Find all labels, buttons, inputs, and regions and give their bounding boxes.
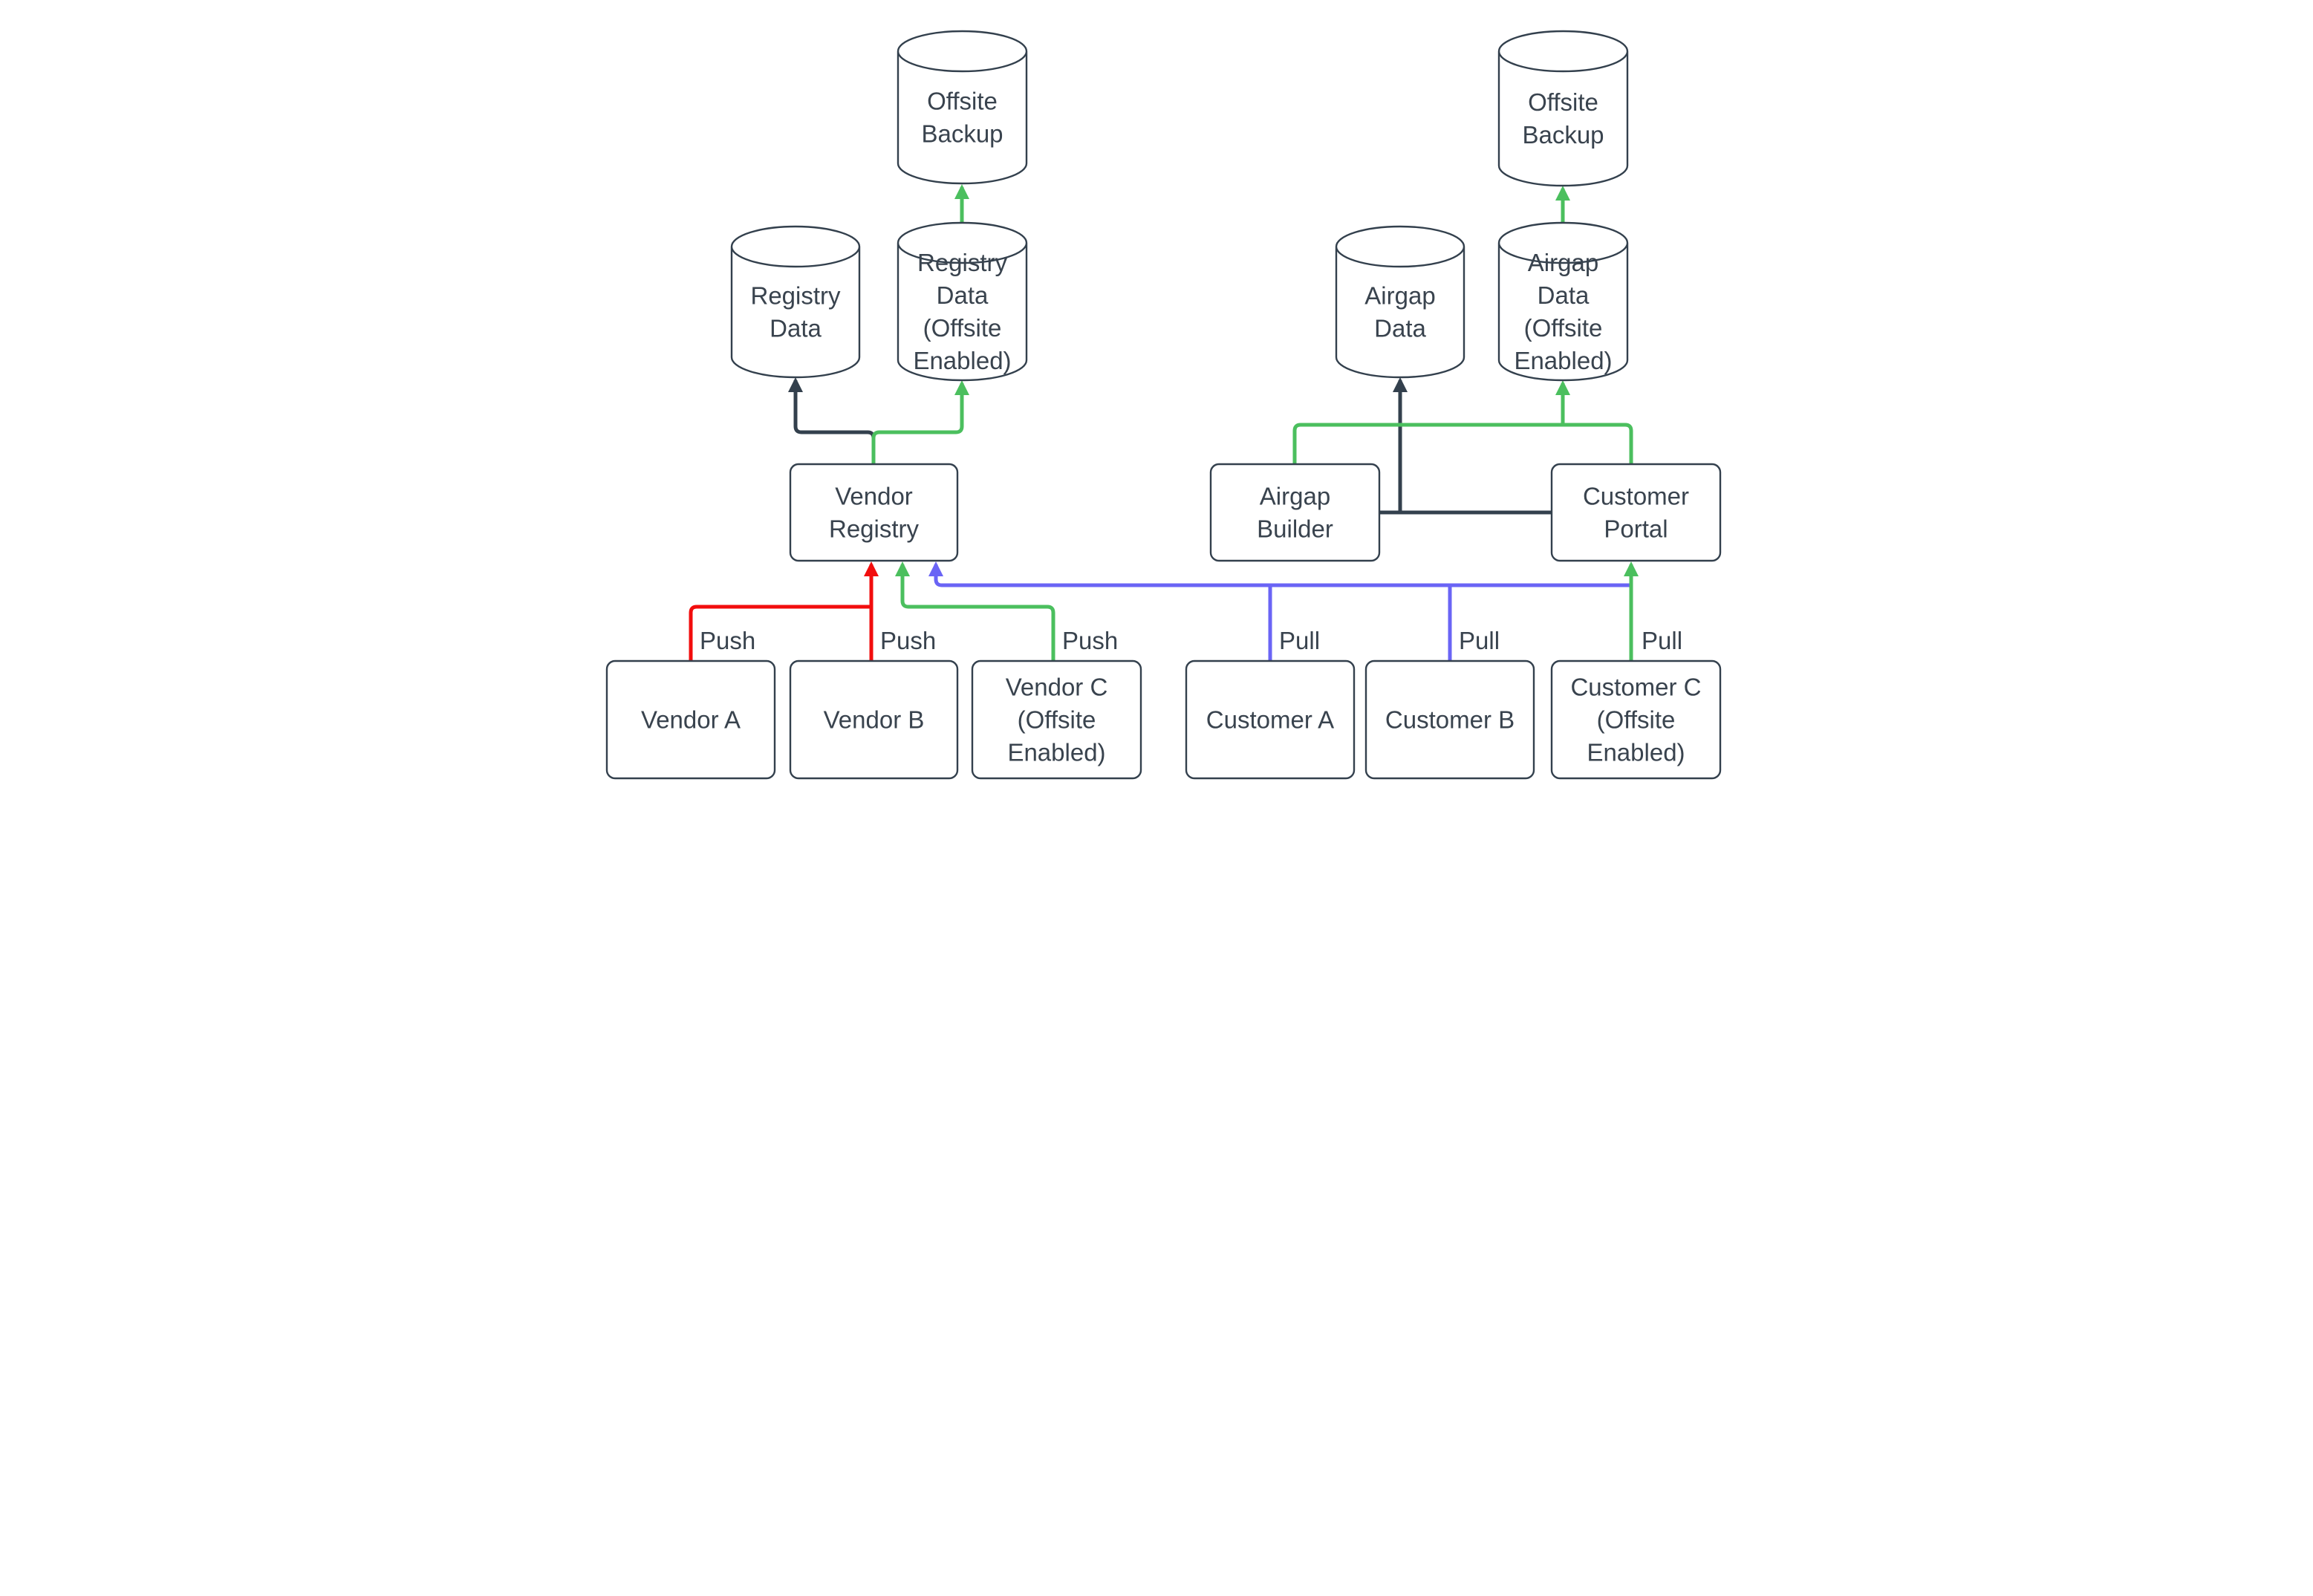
vendor-b-label: Vendor B: [823, 706, 924, 734]
customer-b-label: Customer B: [1385, 706, 1514, 734]
vendor-c-box: [971, 659, 1142, 780]
registry-data-offsite-cylinder-icon: [897, 221, 1027, 382]
airgap-data-offsite-cylinder-icon: [1497, 221, 1628, 382]
customer-a-box: [1185, 659, 1355, 780]
vendor-a-label: Vendor A: [641, 706, 741, 734]
edge-vendor-registry-to-registry-data-offsite: [871, 380, 969, 464]
vendor-b-node: Vendor B: [789, 659, 958, 780]
customer-a-label: Customer A: [1206, 706, 1333, 734]
edge-label-pull-customer-a: Pull: [1279, 627, 1320, 654]
edge-customer-portal-to-airgap-builder: [1292, 423, 1633, 464]
edge-label-push-vendor-b: Push: [880, 627, 936, 654]
registry-data-cylinder-icon: [730, 225, 860, 379]
edge-vendor-registry-to-registry-data: [787, 377, 875, 464]
offsite-backup-right-cylinder-icon: [1497, 30, 1628, 187]
customer-b-box: [1364, 659, 1535, 780]
edge-label-push-vendor-c: Push: [1062, 627, 1118, 654]
offsite-backup-left-cylinder-icon: [897, 30, 1027, 185]
edge-label-push-vendor-a: Push: [700, 627, 755, 654]
vendor-a-node: Vendor A: [605, 659, 775, 780]
airgap-data-cylinder-icon: [1335, 225, 1465, 379]
customer-a-node: Customer A: [1185, 659, 1355, 780]
customer-b-node: Customer B: [1364, 659, 1535, 780]
edge-vendor-c-to-vendor-registry: [894, 561, 1055, 661]
edge-label-pull-customer-b: Pull: [1459, 627, 1500, 654]
vendor-b-box: [789, 659, 958, 780]
vendor-registry-box: [789, 463, 958, 562]
edge-customers-to-vendor-registry: [928, 561, 1631, 587]
vendor-a-box: [605, 659, 775, 780]
edge-label-pull-customer-c: Pull: [1642, 627, 1682, 654]
customer-portal-box: [1550, 463, 1721, 562]
customer-c-box: [1550, 659, 1721, 780]
airgap-builder-box: [1209, 463, 1380, 562]
edge-vendor-a-to-vendor-registry: [689, 605, 871, 661]
